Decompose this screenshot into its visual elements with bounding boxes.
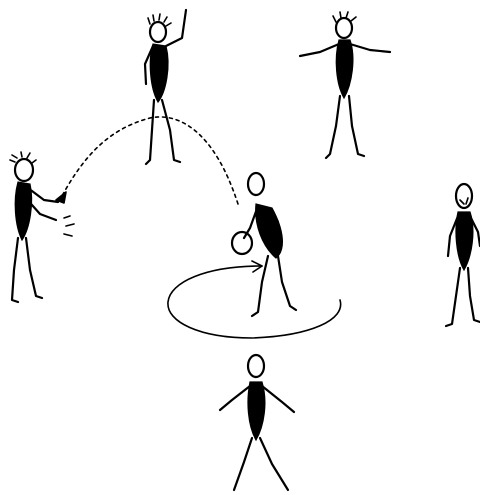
player-top-left-waving xyxy=(145,10,186,164)
player-center-with-ball xyxy=(232,173,296,316)
player-bottom-front xyxy=(220,355,294,490)
running-circle-path xyxy=(168,266,341,338)
player-left-catching xyxy=(10,152,74,302)
player-top-right-arms-out xyxy=(300,12,390,158)
ball xyxy=(232,232,252,254)
player-right-standing xyxy=(446,184,480,326)
